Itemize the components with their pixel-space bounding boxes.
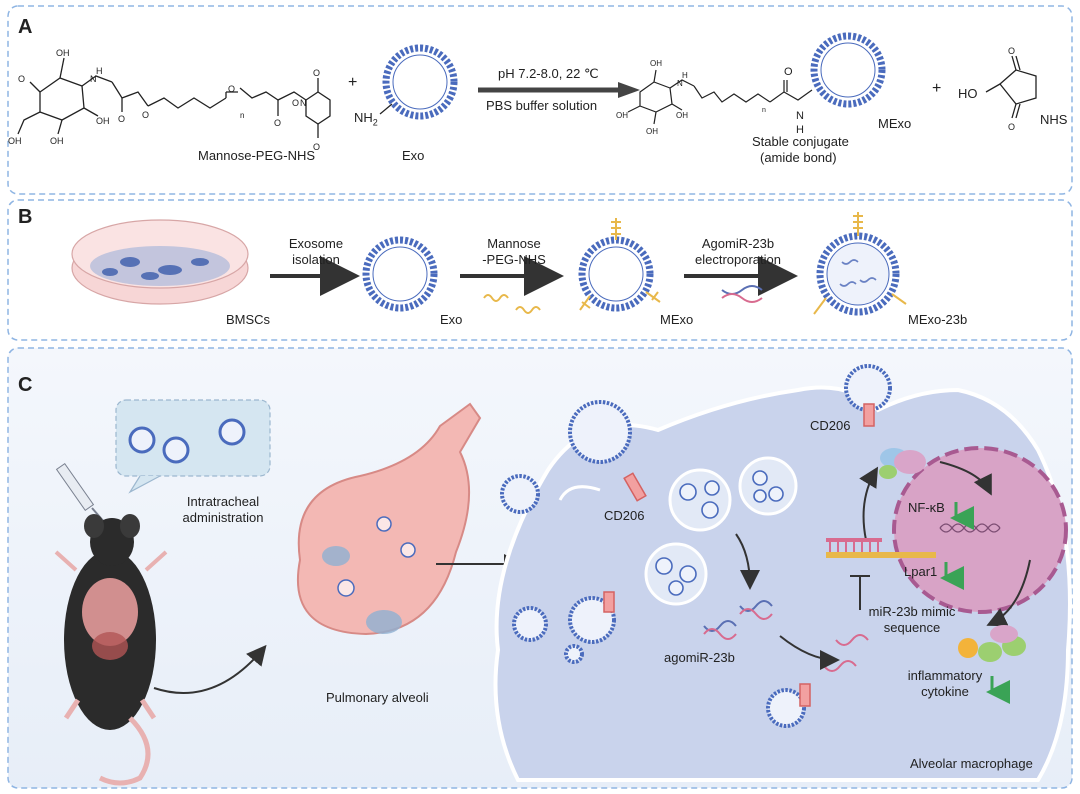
nhs-ho: HO (958, 86, 978, 101)
mexo-label-a: MExo (878, 116, 912, 131)
svg-text:OH: OH (50, 136, 64, 146)
conjugate-label-1: Stable conjugate (752, 134, 849, 149)
svg-text:N: N (677, 79, 683, 88)
panel-c-letter: C (18, 374, 33, 396)
svg-text:O: O (1008, 46, 1015, 56)
step1-line2: isolation (292, 252, 340, 267)
panel-a-border (7, 5, 1073, 195)
mexo23b-label: MExo-23b (908, 312, 968, 327)
mexo-vesicle-b (578, 236, 654, 312)
agomir-label: agomiR-23b (664, 650, 735, 665)
petri-dish-icon (71, 219, 249, 305)
condition-bottom: PBS buffer solution (486, 98, 598, 113)
bmscs-label: BMSCs (226, 312, 271, 327)
plus-sign-1: + (348, 74, 358, 91)
mexo-conjugate-structure (627, 69, 813, 125)
mannose-peg-nhs-structure (17, 57, 331, 138)
lpar1-mrna (826, 538, 936, 558)
exo-vesicle-b (362, 236, 438, 312)
panel-b-letter: B (18, 206, 33, 228)
svg-text:OH: OH (676, 111, 688, 120)
plus-sign-2: + (932, 80, 942, 97)
cytokine-line2: cytokine (921, 684, 969, 699)
svg-text:O: O (142, 110, 149, 120)
cd206-mid-label: CD206 (604, 508, 645, 523)
nucleus (892, 446, 1068, 614)
alveoli-label: Pulmonary alveoli (326, 690, 429, 705)
cytokine-icon (958, 625, 1026, 662)
cytokine-line1: inflammatory (907, 668, 983, 683)
panel-a-letter: A (18, 16, 33, 38)
amine-label: NH2 (354, 110, 378, 128)
amide-h: H (796, 124, 804, 136)
mexo-vesicle-a (810, 32, 886, 108)
route-line2: administration (182, 510, 264, 525)
cd206-top-label: CD206 (810, 418, 851, 433)
exo-vesicle-a (382, 44, 458, 120)
nhs-structure (985, 55, 1037, 119)
svg-text:H: H (96, 66, 103, 76)
step3-line1: AgomiR-23b (701, 236, 775, 251)
svg-text:O: O (1008, 122, 1015, 132)
svg-text:O: O (228, 84, 235, 94)
mimic-line2: sequence (883, 620, 941, 635)
pulmonary-alveoli (296, 402, 482, 636)
reagent-label: Mannose-PEG-NHS (198, 148, 316, 163)
mouse-illustration (54, 514, 168, 786)
svg-text:n: n (240, 111, 244, 120)
amide-o: O (784, 66, 793, 78)
step3-line2: electroporation (695, 252, 781, 267)
condition-top: pH 7.2-8.0, 22 ℃ (498, 66, 599, 81)
svg-text:OH: OH (96, 116, 110, 126)
svg-text:O: O (313, 142, 320, 152)
svg-text:O: O (18, 74, 25, 84)
exo-label-a: Exo (402, 148, 425, 163)
mexo-label-b: MExo (660, 312, 694, 327)
step2-line1: Mannose (487, 236, 541, 251)
amide-n: N (796, 110, 804, 122)
svg-text:N: N (300, 98, 307, 108)
svg-text:OH: OH (616, 111, 628, 120)
step1-line1: Exosome (288, 236, 344, 251)
agomir-dna-icon-b (721, 285, 763, 303)
svg-text:OH: OH (650, 59, 662, 68)
route-line1: Intratracheal (186, 494, 260, 509)
nfkb-label: NF-κB (908, 500, 945, 515)
svg-text:H: H (682, 71, 688, 80)
mannose-peg-ligands-icon (483, 294, 541, 314)
lpar1-label: Lpar1 (904, 564, 938, 579)
svg-text:O: O (118, 114, 125, 124)
conjugate-label-2: (amide bond) (760, 150, 837, 165)
svg-text:OH: OH (8, 136, 22, 146)
nfkb-complex-icon (879, 448, 926, 479)
svg-text:O: O (292, 98, 299, 108)
nhs-label: NHS (1040, 112, 1068, 127)
mimic-line1: miR-23b mimic (868, 604, 956, 619)
step2-line2: -PEG-NHS (482, 252, 546, 267)
svg-text:OH: OH (56, 48, 70, 58)
svg-text:O: O (274, 118, 281, 128)
svg-text:O: O (313, 68, 320, 78)
mexo23b-vesicle-b (816, 232, 900, 316)
svg-text:OH: OH (646, 127, 658, 136)
exo-label-b: Exo (440, 312, 463, 327)
cell-label: Alveolar macrophage (910, 756, 1033, 771)
svg-text:N: N (90, 74, 97, 84)
agomir-strands (703, 600, 869, 672)
svg-text:n: n (762, 107, 766, 114)
